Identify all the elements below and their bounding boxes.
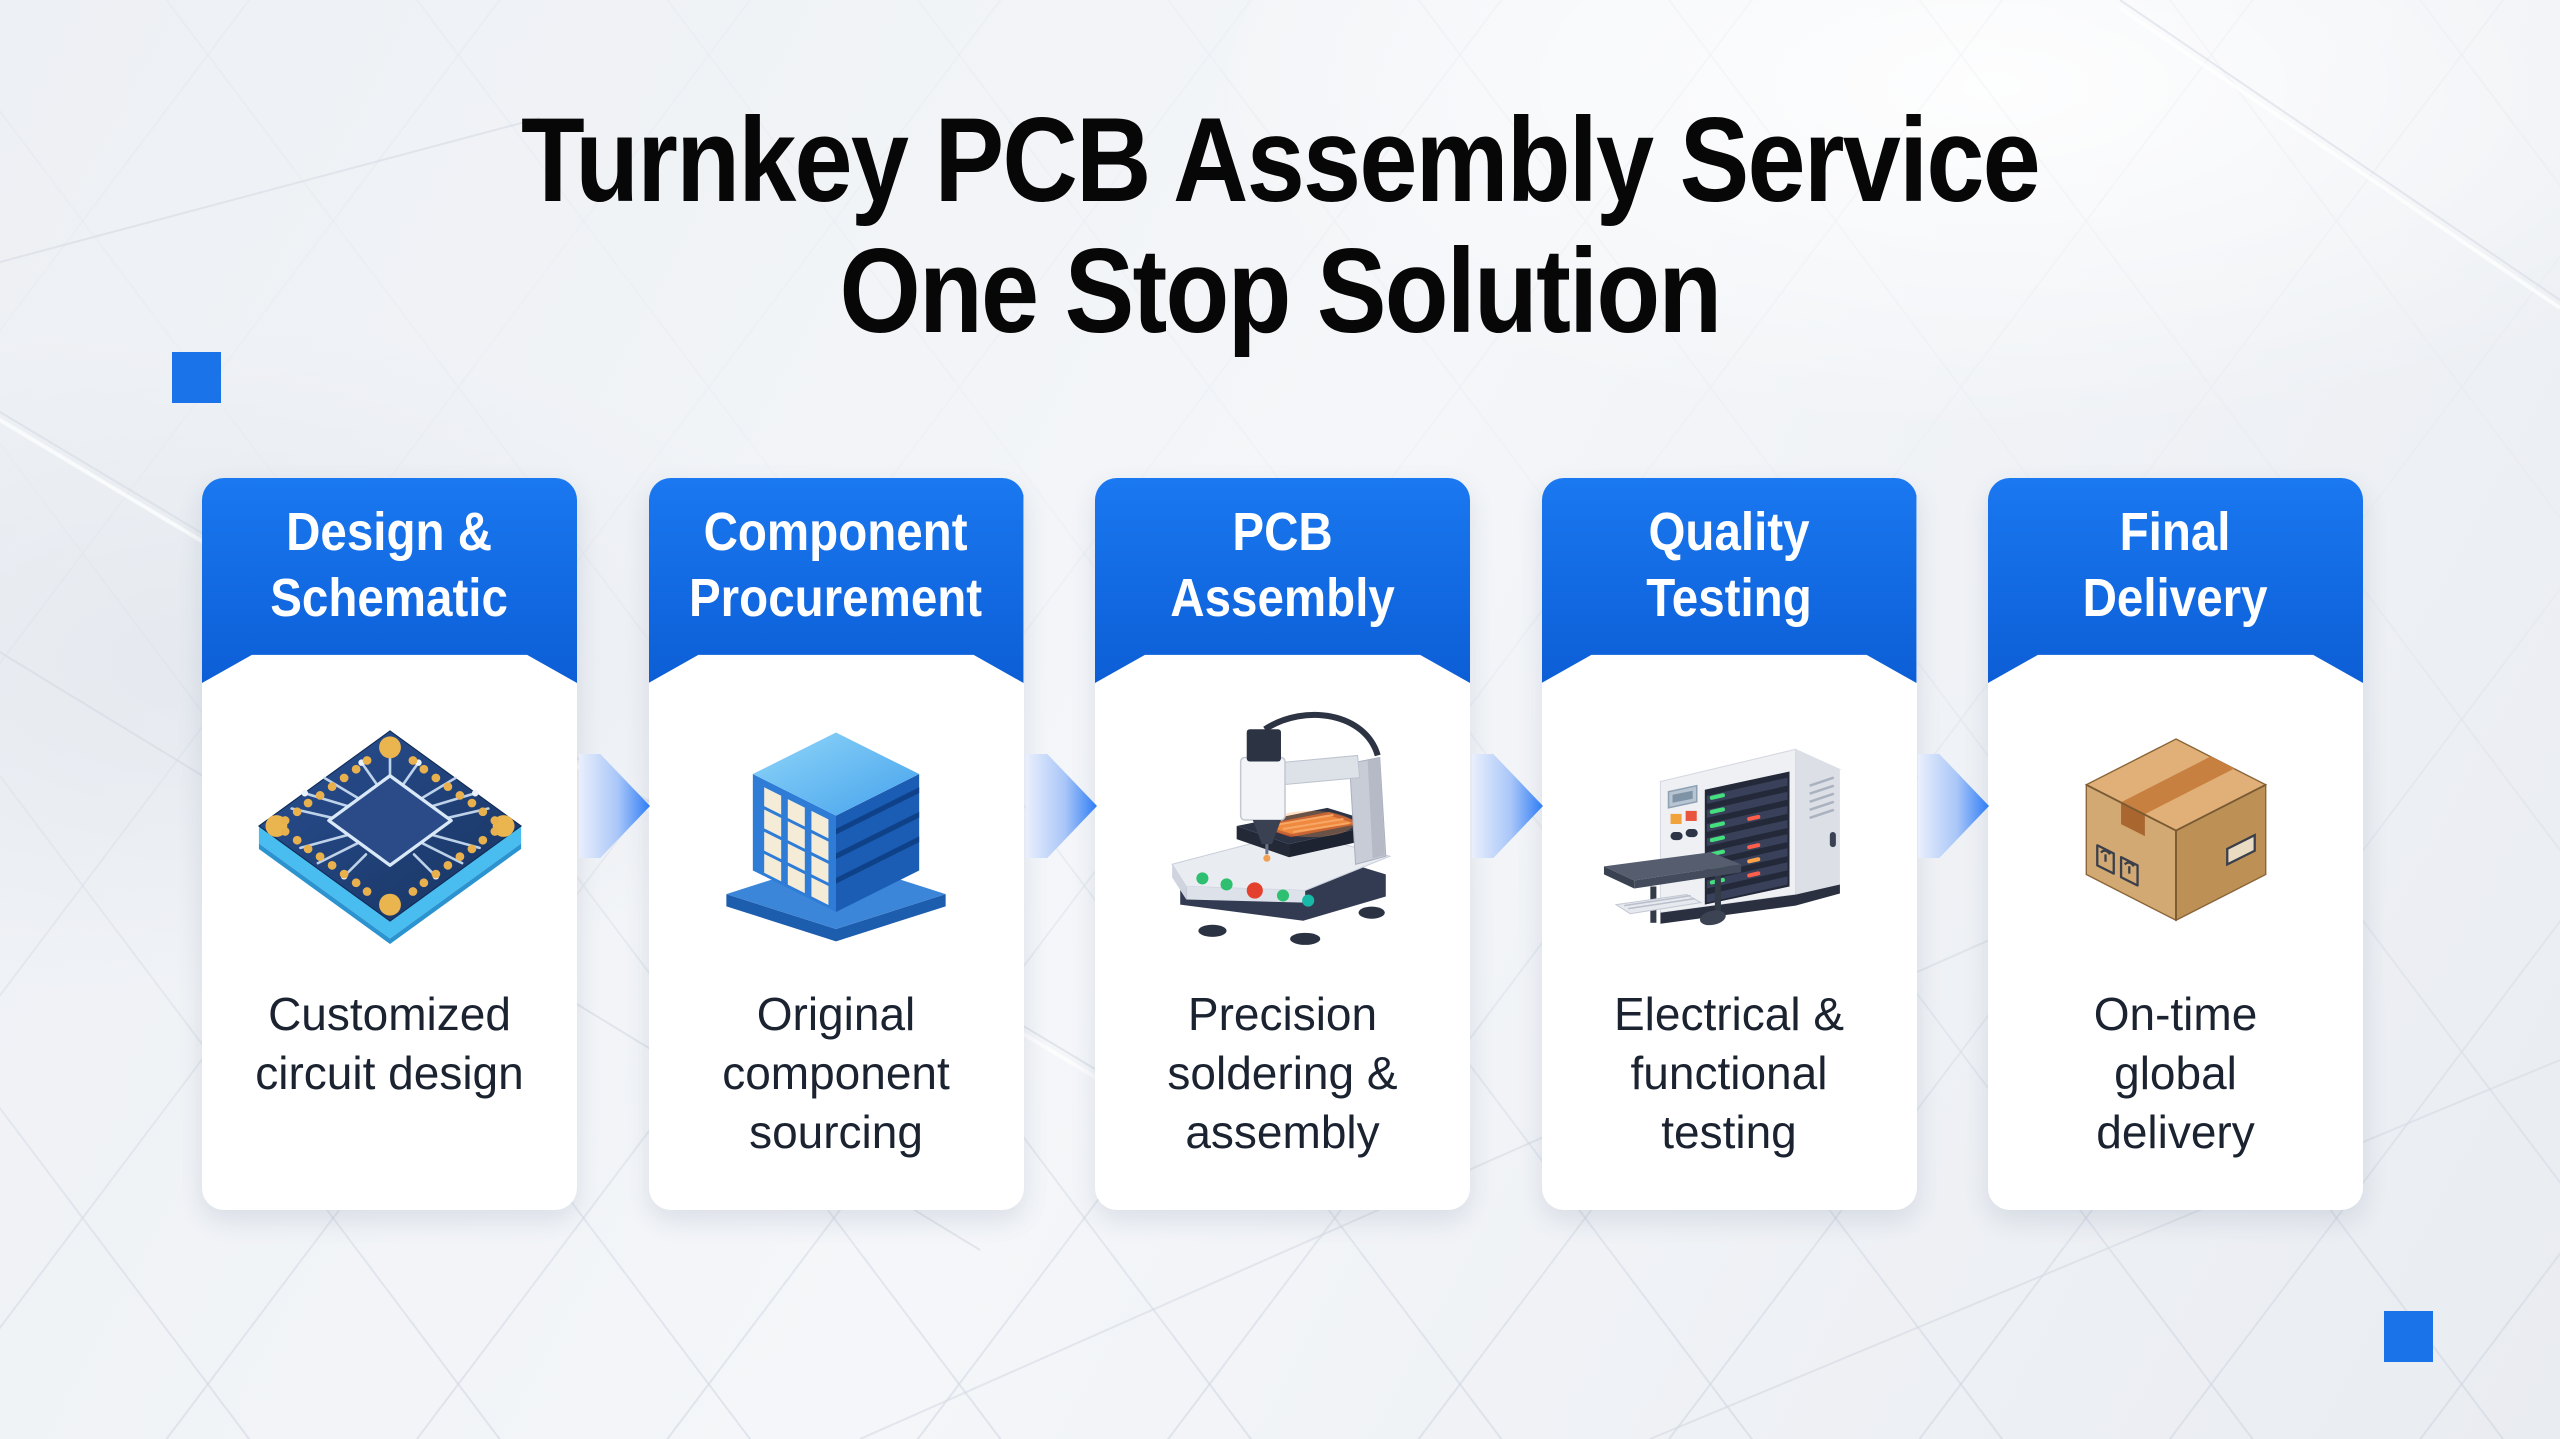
pcb-chip-icon — [257, 730, 522, 944]
step-icon-wrap — [1988, 683, 2363, 985]
step-description: Precision soldering & assembly — [1167, 988, 1398, 1158]
step-header-banner: Component Procurement — [648, 478, 1024, 683]
shipping-box-icon — [2084, 738, 2267, 922]
step-description: Electrical & functional testing — [1613, 988, 1845, 1158]
step-description: On-time global delivery — [2093, 988, 2258, 1158]
step-header-banner: Quality Testing — [1541, 478, 1917, 683]
test-equipment-icon — [1603, 748, 1842, 926]
step-header-title: Quality Testing — [1646, 502, 1812, 628]
decor-square-bottom-right — [2384, 1311, 2433, 1362]
step-header-title: Component Procurement — [689, 502, 983, 628]
soldering-machine-icon — [1170, 711, 1391, 945]
step-card-design-schematic: Design & Schematic — [202, 478, 577, 1210]
step-icon-wrap — [1542, 683, 1917, 985]
step-card-quality-testing: Quality Testing — [1541, 478, 1917, 1210]
page-title-line-2: One Stop Solution — [839, 224, 1723, 358]
step-header-banner: Final Delivery — [1988, 478, 2363, 683]
step-description: Customized circuit design — [255, 988, 524, 1099]
step-header-title: Final Delivery — [2083, 502, 2268, 628]
step-card-final-delivery: Final Delivery — [1988, 478, 2363, 1210]
step-header-title: PCB Assembly — [1170, 502, 1395, 628]
step-card-pcb-assembly: PCB Assembly — [1095, 478, 1470, 1210]
page-title-line-1: Turnkey PCB Assembly Service — [520, 93, 2041, 227]
step-icon-wrap — [649, 683, 1024, 985]
process-steps-row: Design & Schematic — [202, 478, 2363, 1210]
decor-square-top-left — [172, 352, 221, 403]
step-icon-wrap — [202, 683, 577, 985]
step-header-title: Design & Schematic — [270, 502, 509, 628]
step-description: Original component sourcing — [722, 988, 950, 1158]
step-header-banner: PCB Assembly — [1095, 478, 1470, 683]
step-icon-wrap — [1095, 683, 1470, 985]
page-title: Turnkey PCB Assembly Service One Stop So… — [0, 95, 2560, 357]
step-header-banner: Design & Schematic — [202, 478, 577, 683]
component-warehouse-icon — [726, 731, 946, 941]
step-card-component-procurement: Component Procurement — [648, 478, 1024, 1210]
